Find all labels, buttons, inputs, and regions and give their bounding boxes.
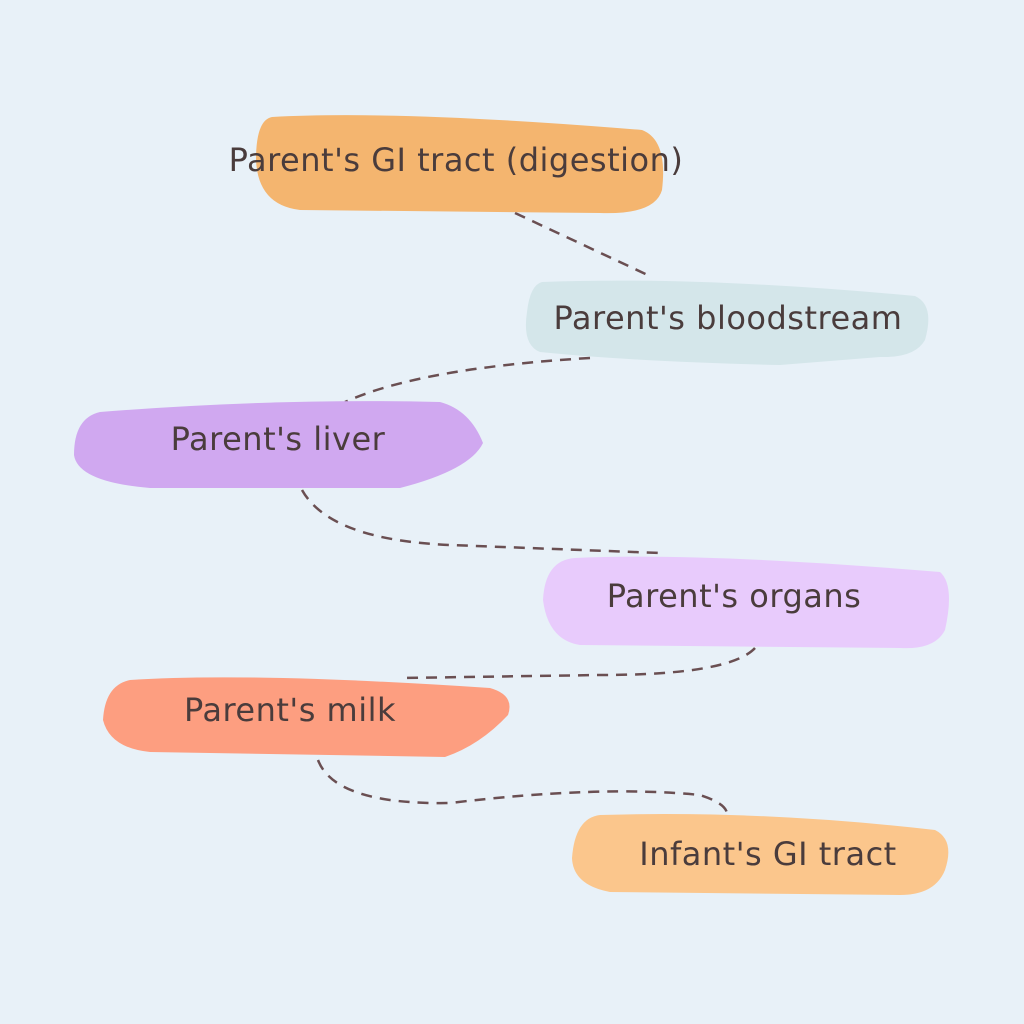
node-label: Parent's organs bbox=[607, 577, 862, 615]
node-shape bbox=[103, 677, 510, 757]
node-bloodstream: Parent's bloodstream bbox=[525, 280, 929, 365]
node-shape bbox=[74, 401, 483, 488]
node-gi-tract: Parent's GI tract (digestion) bbox=[229, 115, 684, 214]
node-organs: Parent's organs bbox=[543, 556, 949, 649]
node-label: Parent's GI tract (digestion) bbox=[229, 141, 684, 179]
connector-2-3 bbox=[344, 356, 591, 404]
connector-1-2 bbox=[514, 211, 653, 279]
node-label: Parent's bloodstream bbox=[554, 299, 903, 337]
node-shape bbox=[543, 556, 949, 649]
node-shape bbox=[525, 280, 929, 365]
node-label: Parent's milk bbox=[184, 691, 396, 729]
node-label: Infant's GI tract bbox=[639, 835, 896, 873]
node-infant-gi-tract: Infant's GI tract bbox=[572, 814, 949, 895]
node-milk: Parent's milk bbox=[103, 677, 510, 757]
node-label: Parent's liver bbox=[171, 420, 386, 458]
connector-4-5 bbox=[399, 647, 756, 680]
node-shape bbox=[572, 814, 949, 895]
node-liver: Parent's liver bbox=[74, 401, 483, 488]
connector-5-6 bbox=[316, 759, 729, 814]
node-shape bbox=[256, 115, 664, 214]
